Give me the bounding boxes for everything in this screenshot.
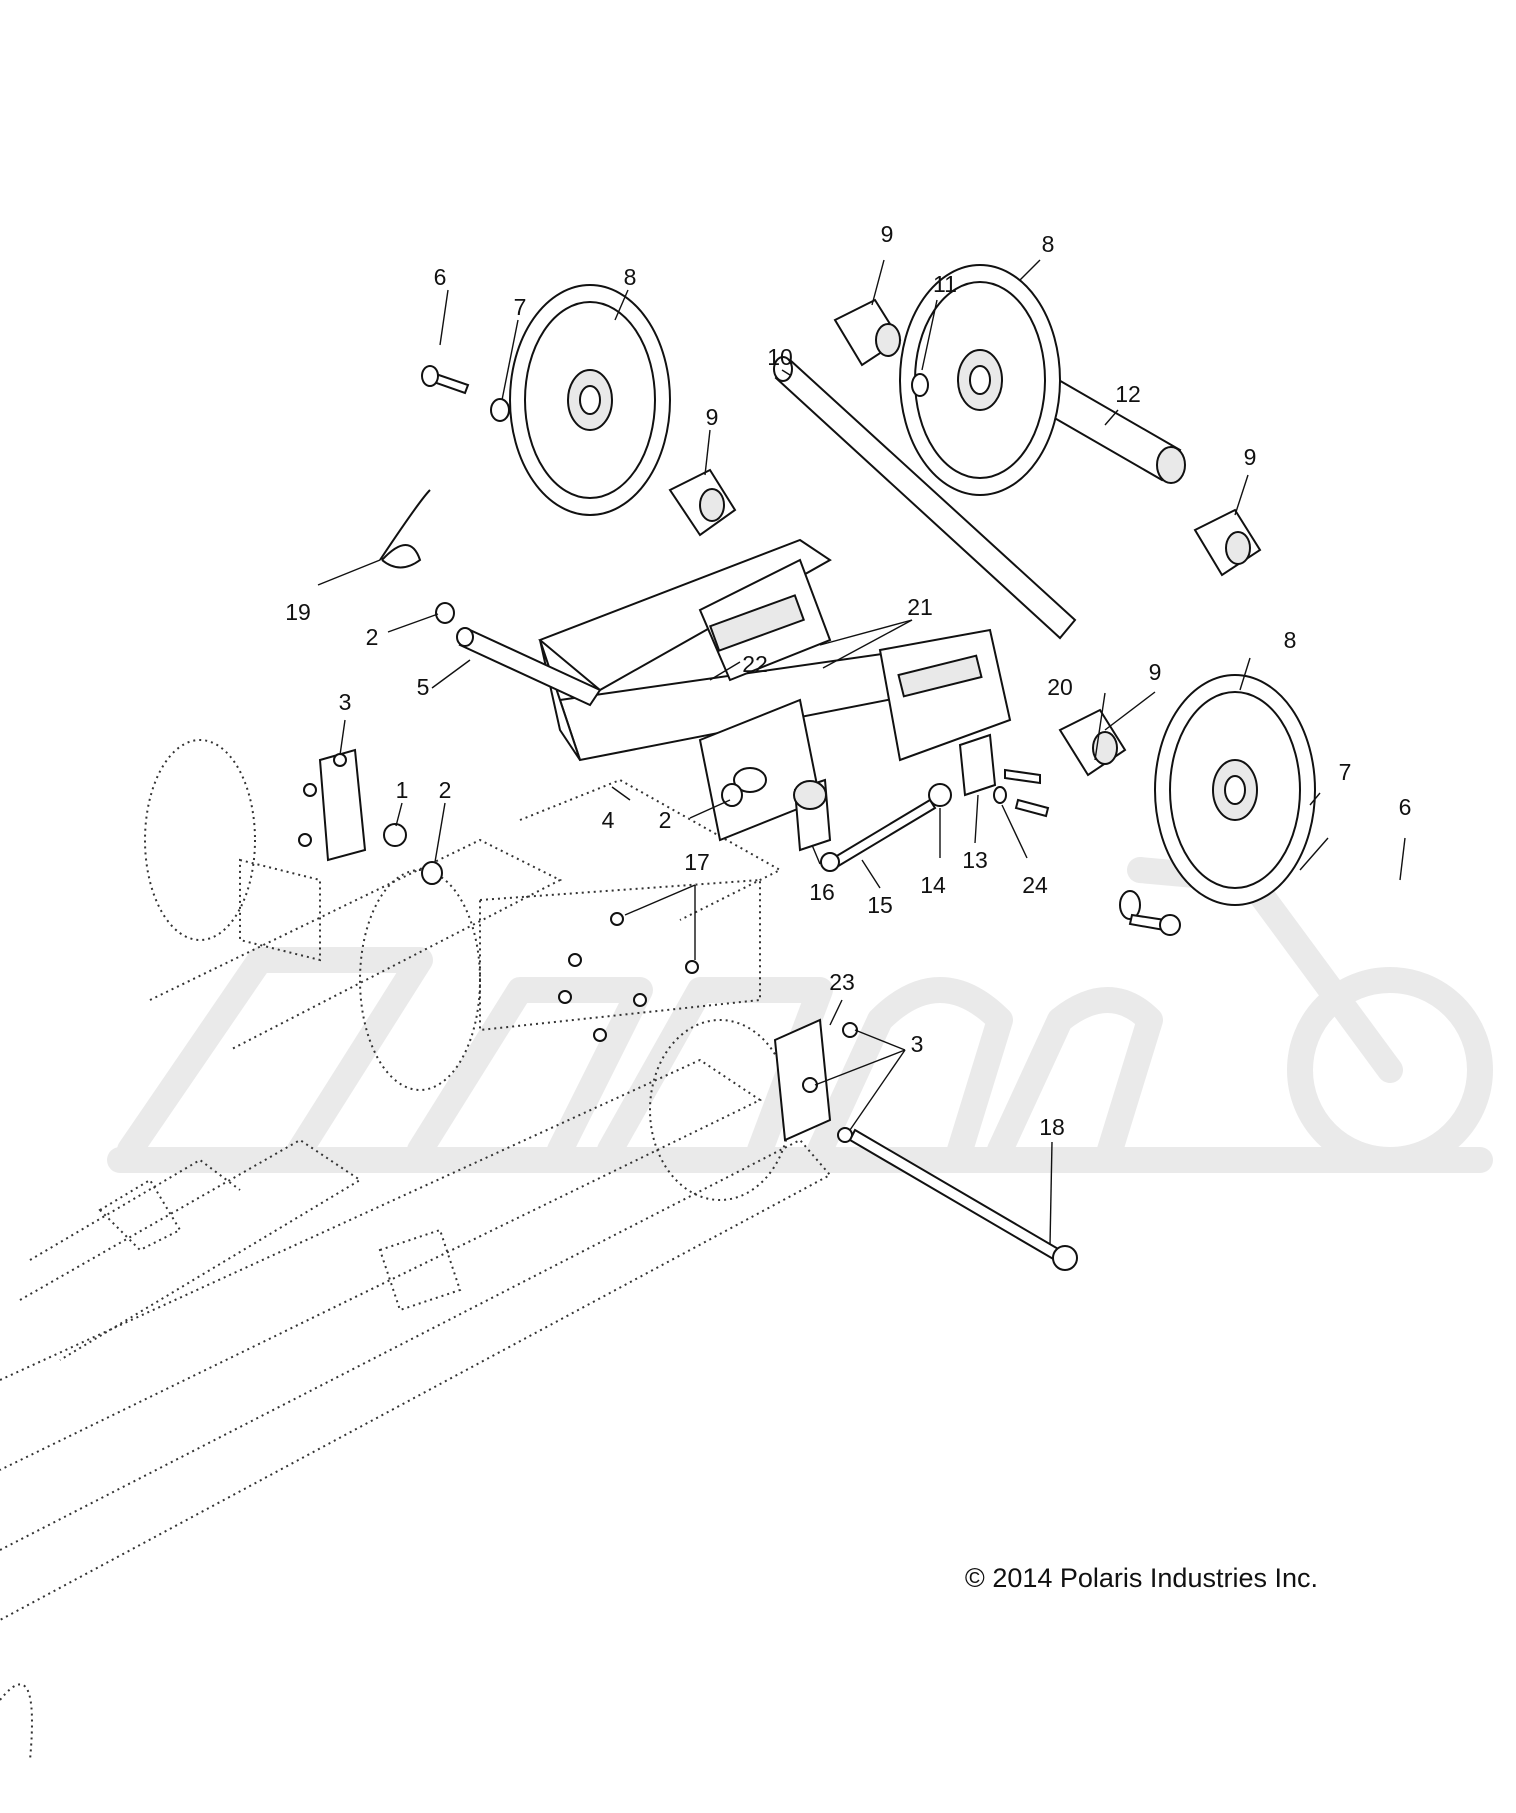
o-ring-11: [911, 373, 929, 397]
callout-8: 8: [1284, 627, 1297, 653]
bearing-9-c: [1193, 508, 1262, 577]
nut-14: [928, 783, 952, 807]
callout-17: 17: [684, 849, 710, 875]
idler-wheel-8-lower: [1154, 674, 1316, 906]
axle-10: [773, 356, 1077, 640]
washer-2-mid: [721, 783, 743, 807]
bearing-9-d: [1058, 708, 1127, 777]
callout-3: 3: [911, 1031, 924, 1057]
copyright-notice: © 2014 Polaris Industries Inc.: [965, 1563, 1318, 1593]
idler-wheel-8-right: [899, 264, 1061, 496]
callout-10: 10: [767, 344, 793, 370]
callout-24: 24: [1022, 872, 1048, 898]
callout-1: 1: [396, 777, 409, 803]
leader-lines: [317, 259, 1406, 1246]
idler-wheel-8-left: [509, 284, 671, 516]
bolt-20: [1004, 768, 1041, 785]
bearing-9-b: [833, 298, 902, 367]
callout-7: 7: [1339, 759, 1352, 785]
bolt-15: [820, 798, 937, 872]
callout-11: 11: [933, 271, 957, 297]
bushing-16: [793, 778, 832, 852]
callout-8: 8: [624, 264, 637, 290]
callout-12: 12: [1115, 381, 1141, 407]
callout-21: 21: [907, 594, 933, 620]
callout-18: 18: [1039, 1114, 1065, 1140]
callout-9: 9: [1149, 659, 1162, 685]
axle-bolt-18: [848, 1128, 1078, 1271]
callout-14: 14: [920, 872, 946, 898]
callout-7: 7: [514, 294, 527, 320]
background-track-assembly: [0, 739, 832, 1761]
washer-2-lower: [421, 861, 443, 885]
callout-3: 3: [339, 689, 352, 715]
callout-6: 6: [434, 264, 447, 290]
callout-13: 13: [962, 847, 988, 873]
clip-19: [379, 489, 431, 569]
callout-20: 20: [1047, 674, 1073, 700]
callout-labels: 6 7 8 9 9 11 8 10 12 9 19 2 5 21 22 8 9 …: [285, 221, 1411, 1140]
bracket-1-assembly: [298, 748, 407, 862]
callout-2: 2: [659, 807, 672, 833]
watermark-motorcycle-logo: [107, 857, 1493, 1173]
bolt-6-lower: [1128, 913, 1181, 936]
callout-9: 9: [881, 221, 894, 247]
callout-23: 23: [829, 969, 855, 995]
shaft-5: [456, 627, 602, 707]
bracket-23-assembly: [773, 1018, 858, 1143]
callout-22: 22: [742, 651, 768, 677]
bolts-17: [558, 912, 699, 1042]
bolt-24: [1014, 798, 1050, 818]
callout-19: 19: [285, 599, 311, 625]
callout-6: 6: [1399, 794, 1412, 820]
callout-4: 4: [602, 807, 615, 833]
bracket-13: [958, 733, 997, 797]
washer-2-upper: [435, 602, 455, 624]
callout-8: 8: [1042, 231, 1055, 257]
callout-9: 9: [706, 404, 719, 430]
bolt-6-upper: [421, 365, 470, 395]
washer-7-lower: [1119, 890, 1141, 920]
spacer-tube-12: [1030, 373, 1186, 484]
washer-24: [993, 786, 1007, 804]
callout-9: 9: [1244, 444, 1257, 470]
callout-5: 5: [417, 674, 430, 700]
callout-15: 15: [867, 892, 893, 918]
callout-2: 2: [439, 777, 452, 803]
bearing-9-a: [668, 468, 737, 537]
washer-7-upper: [490, 398, 510, 422]
callout-16: 16: [809, 879, 835, 905]
callout-2: 2: [366, 624, 379, 650]
